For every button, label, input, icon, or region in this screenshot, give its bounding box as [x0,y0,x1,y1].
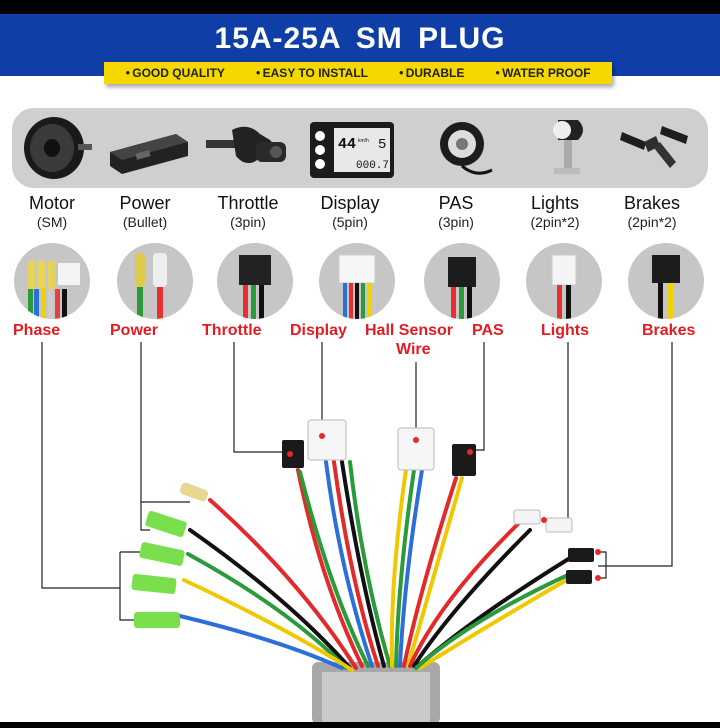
component-sub: (SM) [36,214,68,230]
component-sub: (3pin) [438,214,474,230]
connector-throttle-icon [217,243,293,319]
wire-label-hall-wire: Wire [396,341,431,358]
connector-power-icon [117,243,193,319]
display-mode: 5 [378,137,386,153]
top-black-bar [0,0,720,14]
component-sub: (5pin) [332,214,368,230]
label-lights: Lights (2pin*2) [505,192,605,230]
label-throttle: Throttle (3pin) [198,192,298,230]
label-power: Power (Bullet) [95,192,195,230]
component-name: Throttle [217,193,279,213]
component-name: Lights [530,193,580,213]
component-name: Motor [28,193,75,213]
connector-lights-icon [526,243,602,319]
connector-brakes-icon [628,243,704,319]
wire-label-display: Display [290,322,347,339]
feature-water-proof: WATER PROOF [495,66,590,80]
feature-durable: DURABLE [399,66,465,80]
wire-label-hall-sensor: Hall Sensor [365,322,454,339]
component-sub: (2pin*2) [530,214,580,230]
component-name: Display [320,193,380,213]
wire-label-phase: Phase [13,322,61,339]
feature-bar: GOOD QUALITY EASY TO INSTALL DURABLE WAT… [104,62,612,84]
wire-label-throttle: Throttle [202,322,262,339]
leader-lines [41,342,673,621]
label-motor: Motor (SM) [2,192,102,230]
label-display: Display (5pin) [300,192,400,230]
pas-sensor-icon [440,122,493,175]
display-odo: 000.7 [356,160,389,172]
label-brakes: Brakes (2pin*2) [602,192,702,230]
feature-easy-to-install: EASY TO INSTALL [256,66,368,80]
wire-label-power: Power [110,322,159,339]
connector-display-icon [319,243,395,319]
bottom-black-bar [0,722,720,728]
connector-phase-icon [14,243,90,319]
battery-icon [110,134,188,174]
wire-label-lights: Lights [541,322,589,339]
hub-motor-icon [24,117,92,179]
label-pas: PAS (3pin) [406,192,506,230]
connector-pas-icon [424,243,500,319]
wire-label-brakes: Brakes [642,322,696,339]
lcd-display-icon: 44 km/h 5 000.7 [310,122,394,178]
component-sub: (2pin*2) [627,214,677,230]
thumb-throttle-icon [206,126,286,164]
brake-lever-icon [620,126,688,168]
component-name: PAS [438,193,474,213]
feature-good-quality: GOOD QUALITY [125,66,225,80]
wire-bundle [178,460,572,672]
headlight-icon [553,120,583,174]
component-name: Power [119,193,171,213]
connector-bodies [131,419,601,628]
component-name: Brakes [623,193,681,213]
display-speed: 44 [338,136,356,153]
page-title: 15A-25A SM PLUG [214,22,506,55]
display-unit: km/h [358,138,369,144]
wire-label-pas: PAS [472,322,504,339]
component-sub: (Bullet) [122,214,168,230]
component-sub: (3pin) [230,214,266,230]
